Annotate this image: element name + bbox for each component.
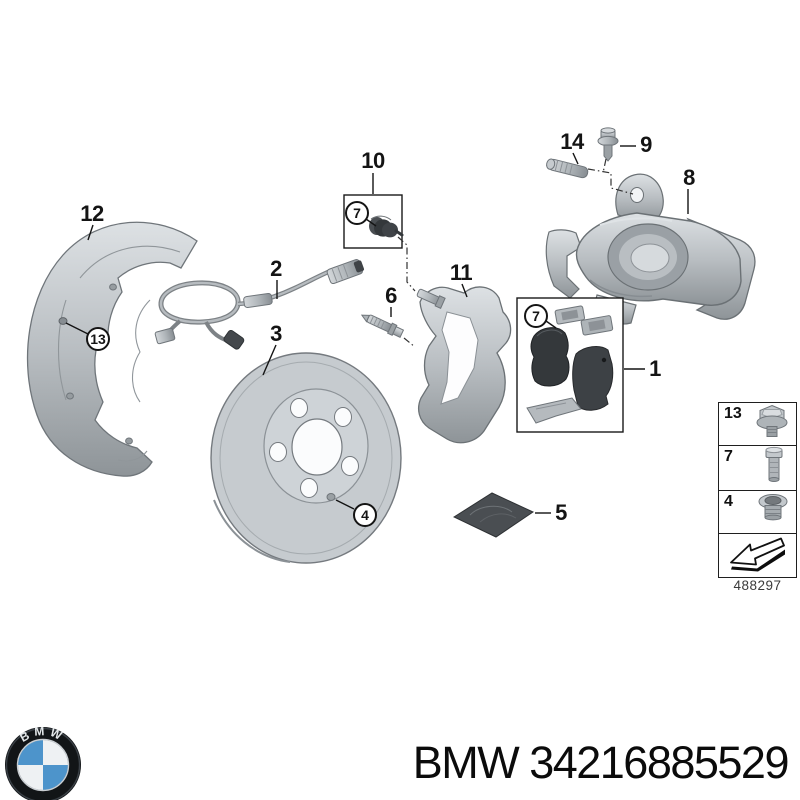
part-number-title: BMW 34216885529 xyxy=(412,737,790,788)
legend-row-direction xyxy=(719,534,796,575)
drawing-number: 488297 xyxy=(733,578,782,593)
splash-shield-part xyxy=(26,221,198,477)
callout-1: 1 xyxy=(649,356,661,381)
bmw-logo: BMW xyxy=(4,724,82,800)
legend-row-7: 7 xyxy=(719,446,796,491)
callout-11: 11 xyxy=(449,260,473,285)
guide-bushing xyxy=(369,215,404,238)
brake-pads xyxy=(530,327,614,411)
guide-pin-part xyxy=(546,158,589,179)
callout-leader-lines xyxy=(65,145,689,514)
caliper-bolt-part xyxy=(597,127,619,162)
callout-14: 14 xyxy=(560,129,584,154)
legend-label-4: 4 xyxy=(724,493,733,510)
callout-6: 6 xyxy=(385,283,397,308)
direction-arrow-icon xyxy=(726,533,790,576)
legend-label-7: 7 xyxy=(724,448,733,465)
fastener-legend-box: 13 7 xyxy=(718,402,797,578)
svg-text:BMW: BMW xyxy=(17,726,68,745)
legend-row-4: 4 xyxy=(719,491,796,534)
brake-disc-part xyxy=(210,352,402,564)
callout-10: 10 xyxy=(361,148,385,173)
assembly-dash-lines xyxy=(397,158,634,348)
callout-7-pads-circled: 7 xyxy=(524,304,548,328)
callout-8: 8 xyxy=(683,165,695,190)
brake-caliper-part xyxy=(545,173,756,325)
plug-screw-icon xyxy=(750,491,794,534)
retaining-clips xyxy=(554,305,614,336)
callout-9: 9 xyxy=(640,132,652,157)
guide-bolt-part xyxy=(360,314,405,338)
callout-2: 2 xyxy=(270,256,282,281)
diagram-artwork xyxy=(26,127,756,564)
grease-sachet-part xyxy=(452,492,535,538)
wear-sensor-part xyxy=(154,259,365,350)
callout-13-circled: 13 xyxy=(86,327,110,351)
bmw-logo-text: BMW xyxy=(17,724,64,745)
callout-5: 5 xyxy=(555,500,567,525)
callout-3: 3 xyxy=(270,321,282,346)
callout-4-circled: 4 xyxy=(353,503,377,527)
callout-7-kit-circled: 7 xyxy=(345,201,369,225)
sensor-plug xyxy=(326,259,365,285)
flange-bolt-icon xyxy=(750,403,794,446)
hex-bolt-icon xyxy=(750,446,794,491)
caliper-carrier-part xyxy=(416,286,512,444)
legend-label-13: 13 xyxy=(724,405,742,422)
callout-12: 12 xyxy=(80,201,104,226)
legend-row-13: 13 xyxy=(719,403,796,446)
